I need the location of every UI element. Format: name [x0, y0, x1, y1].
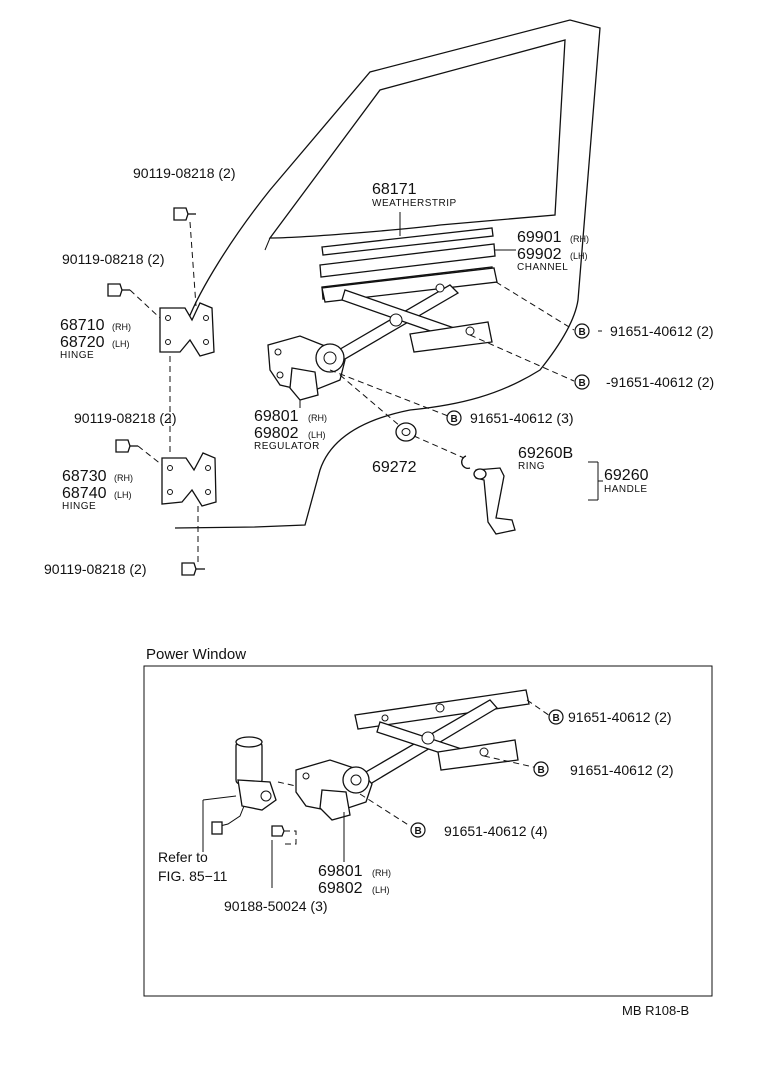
power-regulator-rh-number: 69801 — [318, 863, 363, 880]
bolt-hinge1-label: 90119-08218 (2) — [62, 251, 164, 267]
handle-caption: HANDLE — [604, 484, 648, 495]
regulator-rh-suffix: (RH) — [308, 413, 327, 423]
refer-line-2: FIG. 85−11 — [158, 868, 228, 884]
power-window-title: Power Window — [146, 646, 246, 663]
regulator-rh-number: 69801 — [254, 408, 299, 425]
power-screw-label: 90188-50024 (3) — [224, 898, 328, 914]
bolt-b3-label: 91651-40612 (3) — [470, 410, 574, 426]
b-mark-label: B — [415, 826, 422, 837]
power-window-frame — [143, 665, 713, 997]
hinge1-lh-suffix: (LH) — [112, 339, 130, 349]
regulator — [267, 267, 498, 405]
bolt-b1-label: 91651-40612 (2) — [610, 323, 714, 339]
weatherstrip — [321, 212, 494, 256]
hinge1-caption: HINGE — [60, 350, 94, 361]
handle-icon — [473, 467, 516, 535]
channel-lh-number: 69902 — [517, 246, 562, 263]
weatherstrip-caption: WEATHERSTRIP — [372, 198, 457, 209]
refer-line-1: Refer to — [158, 849, 208, 865]
figure-code: MB R108-B — [622, 1003, 689, 1018]
b-mark-label: B — [538, 765, 545, 776]
hinge1-rh-number: 68710 — [60, 317, 105, 334]
bolt-b-mark — [446, 323, 590, 426]
regulator-caption: REGULATOR — [254, 441, 320, 452]
hinge2-caption: HINGE — [62, 501, 96, 512]
handle-number: 69260 — [604, 467, 649, 484]
washer-icon — [395, 422, 417, 442]
hinge1-rh-suffix: (RH) — [112, 322, 131, 332]
bolt-b-mark — [410, 709, 564, 838]
b-mark-label: B — [579, 378, 586, 389]
bolt-hinge2-label: 90119-08218 (2) — [74, 410, 176, 426]
hinge-upper — [159, 302, 215, 357]
motor-icon — [211, 736, 277, 835]
ring-icon — [461, 455, 471, 469]
weatherstrip-number: 68171 — [372, 181, 417, 198]
hinge2-rh-number: 68730 — [62, 468, 107, 485]
door-outline — [174, 19, 601, 529]
regulator-lh-number: 69802 — [254, 425, 299, 442]
hinge-lower — [161, 452, 217, 507]
channel-rh-number: 69901 — [517, 229, 562, 246]
screw-icon — [271, 825, 285, 837]
channel-lh-suffix: (LH) — [570, 251, 588, 261]
power-bolt-b1-label: 91651-40612 (2) — [568, 709, 672, 725]
bolt-b2-label: -91651-40612 (2) — [606, 374, 714, 390]
bolt-bottom-label: 90119-08218 (2) — [44, 561, 146, 577]
leader-lines-power — [202, 699, 551, 888]
power-regulator-rh-suffix: (RH) — [372, 868, 391, 878]
channel-rh-suffix: (RH) — [570, 234, 589, 244]
ring-number: 69260B — [518, 445, 573, 462]
hinge2-lh-number: 68740 — [62, 485, 107, 502]
power-bolt-b3-label: 91651-40612 (4) — [444, 823, 548, 839]
washer-number: 69272 — [372, 459, 417, 476]
hinge1-lh-number: 68720 — [60, 334, 105, 351]
power-regulator — [295, 689, 530, 821]
bolt-icon — [107, 207, 205, 576]
power-regulator-lh-suffix: (LH) — [372, 885, 390, 895]
regulator-lh-suffix: (LH) — [308, 430, 326, 440]
leader-lines — [129, 221, 603, 562]
ring-caption: RING — [518, 461, 545, 472]
hinge2-rh-suffix: (RH) — [114, 473, 133, 483]
channel-caption: CHANNEL — [517, 262, 568, 273]
b-mark-label: B — [579, 327, 586, 338]
bolt-top-label: 90119-08218 (2) — [133, 165, 235, 181]
power-bolt-b2-label: 91651-40612 (2) — [570, 762, 674, 778]
hinge2-lh-suffix: (LH) — [114, 490, 132, 500]
power-regulator-lh-number: 69802 — [318, 880, 363, 897]
b-mark-label: B — [553, 713, 560, 724]
b-mark-label: B — [451, 414, 458, 425]
